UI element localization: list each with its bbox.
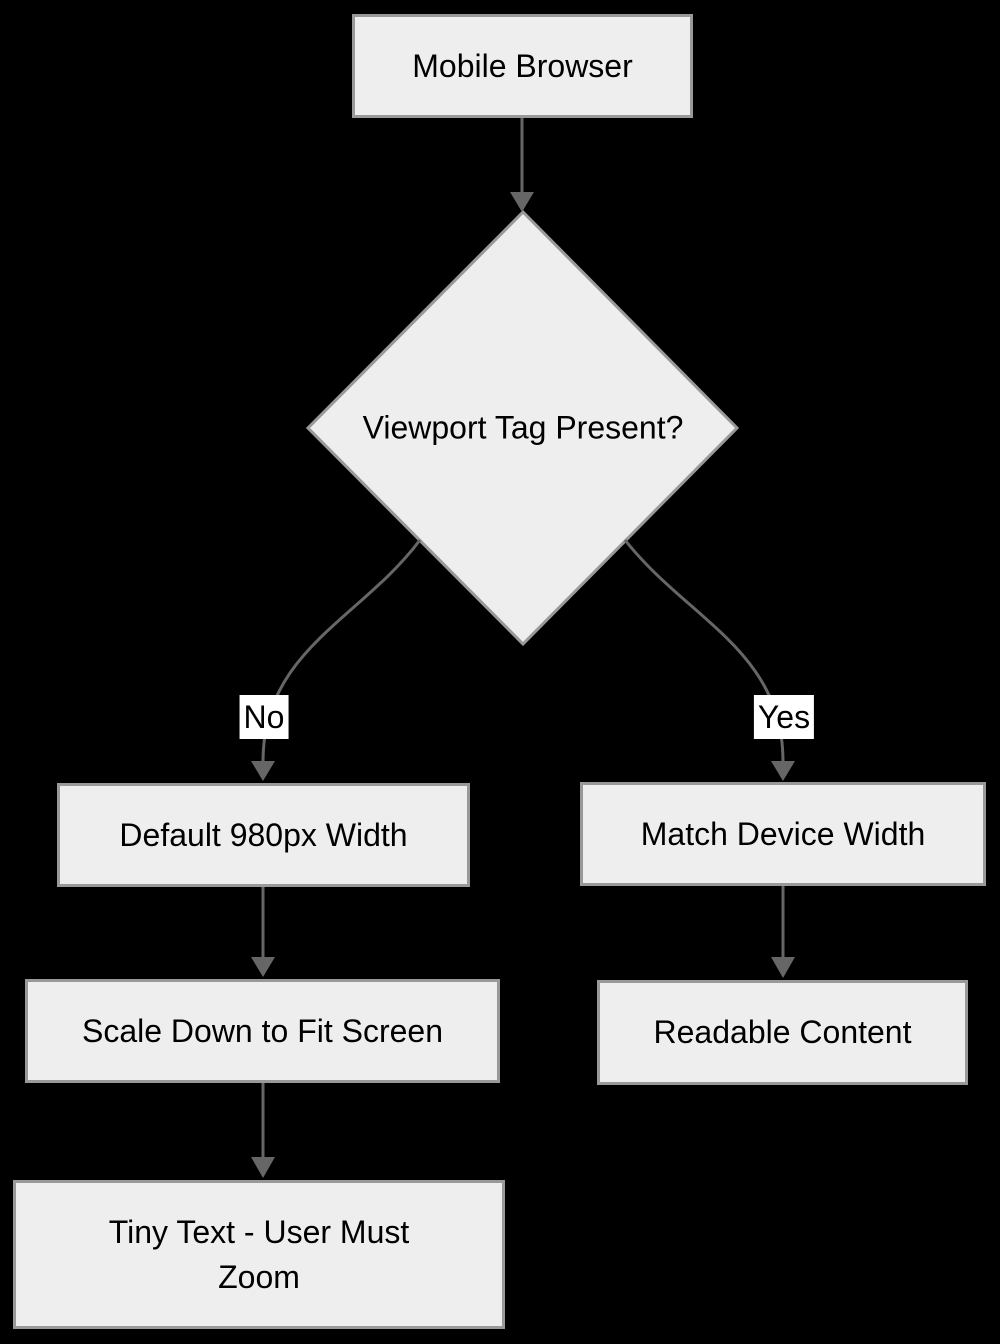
node-scale-down-to-fit-label: Scale Down to Fit Screen: [81, 1012, 444, 1049]
edge-match-to-readable-arrowhead: [771, 957, 795, 978]
edge-decision-to-match-arrowhead: [771, 761, 795, 781]
node-tiny-text-user-must-zoom: Tiny Text - User Must Zoom: [13, 1180, 505, 1329]
edge-scale-to-tiny-arrowhead: [251, 1157, 275, 1178]
node-decision-label: Viewport Tag Present?: [362, 409, 684, 446]
decision-diamond-shape: [305, 209, 740, 647]
node-match-device-width: Match Device Width: [580, 782, 986, 886]
edge-label-no: No: [239, 695, 289, 739]
node-default-980px-width-label: Default 980px Width: [119, 816, 408, 853]
node-readable-content-label: Readable Content: [653, 1014, 912, 1051]
edge-label-yes: Yes: [753, 695, 815, 739]
edge-mobile-to-decision-arrowhead: [510, 192, 534, 212]
node-readable-content: Readable Content: [597, 980, 968, 1085]
node-mobile-browser-label: Mobile Browser: [412, 47, 633, 84]
node-mobile-browser: Mobile Browser: [352, 14, 693, 118]
node-default-980px-width: Default 980px Width: [57, 783, 470, 887]
edge-decision-to-default-arrowhead: [251, 761, 275, 781]
edge-default-to-scale-arrowhead: [251, 957, 275, 977]
node-tiny-text-user-must-zoom-label: Tiny Text - User Must Zoom: [108, 1213, 410, 1295]
node-scale-down-to-fit: Scale Down to Fit Screen: [25, 979, 500, 1083]
node-match-device-width-label: Match Device Width: [640, 815, 926, 852]
